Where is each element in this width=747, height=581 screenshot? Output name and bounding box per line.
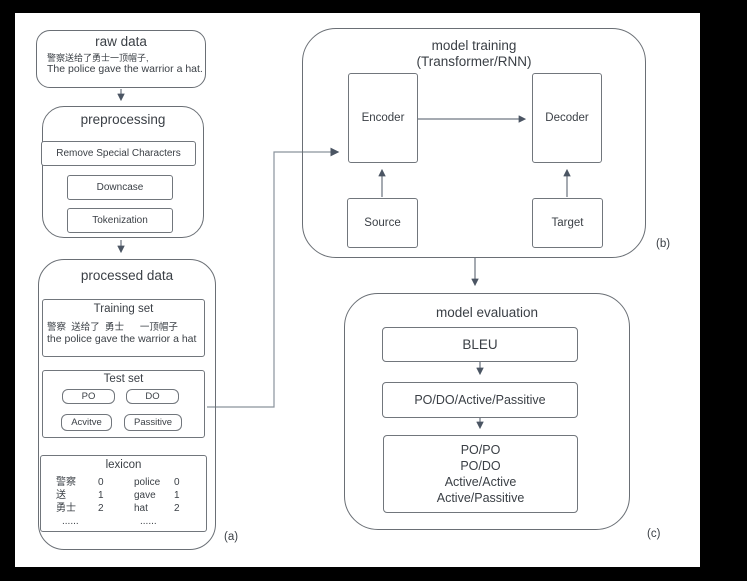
preprocessing-title: preprocessing [80, 112, 166, 127]
encoder-box: Encoder [348, 73, 418, 163]
lexicon-cell: gave [134, 490, 156, 501]
test-set-title: Test set [103, 373, 144, 385]
training-set-line-en: the police gave the warrior a hat [47, 333, 197, 345]
training-set-line-zh: 警察 送给了 勇士 一顶帽子 [47, 322, 178, 333]
lexicon-table: 警察 0 police 0 送 1 gave 1 勇士 2 hat 2 ....… [56, 476, 196, 528]
lexicon-cell [98, 515, 134, 528]
model-evaluation-title: model evaluation [435, 305, 539, 320]
results-box: PO/PO PO/DO Active/Active Active/Passiti… [383, 435, 578, 513]
step-downcase: Downcase [67, 175, 173, 200]
raw-data-container [36, 30, 206, 88]
raw-data-line-en: The police gave the warrior a hat. [47, 63, 203, 75]
model-training-title: model training [431, 38, 517, 53]
lexicon-cell: police [134, 477, 161, 488]
lexicon-cell: 1 [174, 490, 180, 501]
test-set-item-po: PO [62, 389, 115, 404]
lexicon-cell: 0 [98, 477, 104, 488]
step-tokenization: Tokenization [67, 208, 173, 233]
lexicon-cell: ...... [62, 516, 79, 527]
raw-data-title: raw data [95, 34, 147, 49]
step-remove-special-characters: Remove Special Characters [41, 141, 196, 166]
lexicon-box [40, 455, 207, 532]
lexicon-cell: 1 [98, 490, 104, 501]
lexicon-cell: ...... [140, 516, 157, 527]
lexicon-cell [174, 515, 196, 528]
result-line: PO/DO [460, 459, 501, 473]
source-box: Source [347, 198, 418, 248]
lexicon-cell: 2 [98, 503, 104, 514]
raw-data-line-zh: 警察送给了勇士一顶帽子, [47, 53, 149, 63]
result-line: Active/Active [444, 475, 517, 489]
processed-data-container [38, 259, 216, 550]
lexicon-cell: 勇士 [56, 503, 76, 514]
result-line: PO/PO [460, 443, 501, 457]
training-set-box [42, 299, 205, 357]
decoder-box: Decoder [532, 73, 602, 163]
training-set-title: Training set [93, 303, 154, 315]
processed-data-title: processed data [80, 268, 174, 283]
lexicon-cell: hat [134, 503, 148, 514]
target-box: Target [532, 198, 603, 248]
result-line: Active/Passitive [436, 491, 525, 505]
bleu-box: BLEU [382, 327, 578, 362]
test-set-item-active: Acvitve [61, 414, 112, 431]
lexicon-title: lexicon [105, 459, 142, 471]
lexicon-cell: 送 [56, 490, 66, 501]
lexicon-cell: 0 [174, 477, 180, 488]
preprocessing-container [42, 106, 204, 238]
lexicon-cell: 警察 [56, 477, 76, 488]
metric-box: PO/DO/Active/Passitive [382, 382, 578, 418]
test-set-item-do: DO [126, 389, 179, 404]
model-evaluation-container [344, 293, 630, 530]
panel-a-label: (a) [224, 531, 239, 543]
panel-b-label: (b) [656, 238, 671, 250]
model-training-container [302, 28, 646, 258]
lexicon-cell: 2 [174, 503, 180, 514]
test-set-item-passive: Passitive [124, 414, 182, 431]
model-training-subtitle: (Transformer/RNN) [416, 54, 532, 69]
panel-c-label: (c) [647, 528, 661, 540]
